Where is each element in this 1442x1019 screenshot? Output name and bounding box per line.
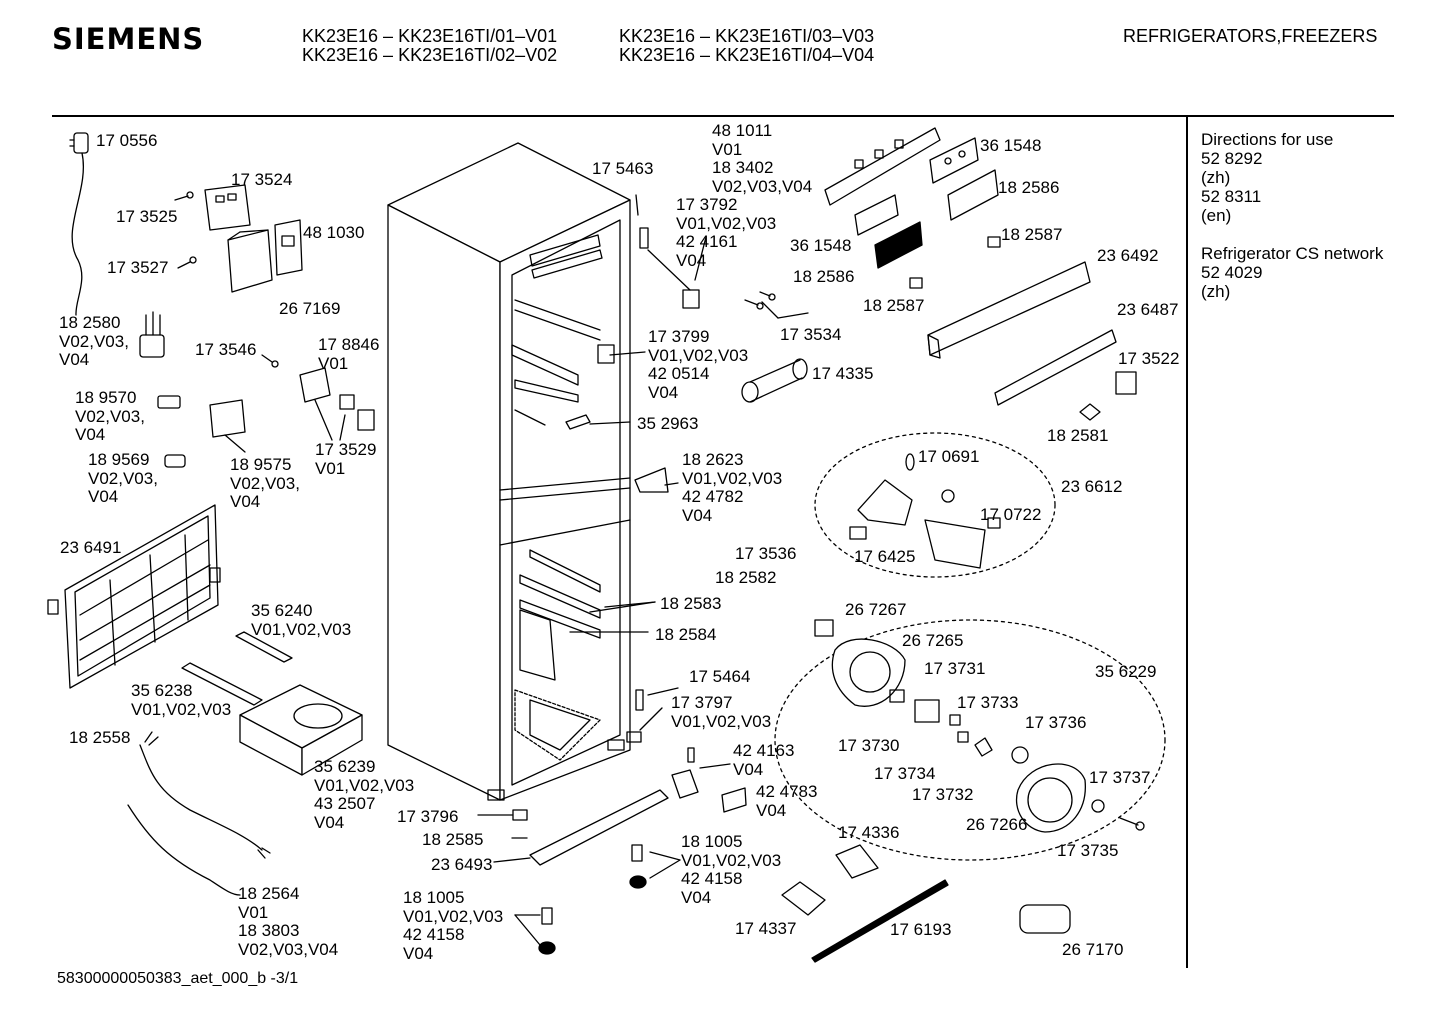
tray-drawing xyxy=(181,631,363,776)
part-label: 48 1030 xyxy=(303,223,365,242)
fan-group-drawing xyxy=(774,619,1166,861)
part-label: 18 2587 xyxy=(1001,225,1063,244)
part-label: 17 3522 xyxy=(1118,349,1180,368)
network-item: 52 4029 xyxy=(1201,263,1263,282)
part-label: 17 3735 xyxy=(1057,841,1119,860)
part-label: 18 9569 V02,V03, V04 xyxy=(88,450,158,506)
part-label: 18 2558 xyxy=(69,728,131,747)
wire-drawing xyxy=(127,731,271,896)
grille-drawing xyxy=(47,504,221,689)
part-label: 18 2583 xyxy=(660,594,722,613)
part-label: 17 3797 V01,V02,V03 xyxy=(671,693,772,731)
category-title: REFRIGERATORS,FREEZERS xyxy=(1123,26,1378,46)
part-label: 17 3525 xyxy=(116,207,178,226)
part-label: 26 7267 xyxy=(845,600,907,619)
part-label: 17 0722 xyxy=(980,505,1042,524)
panel-drawing xyxy=(565,127,1137,493)
part-label: 18 1005 V01,V02,V03 42 4158 V04 xyxy=(403,888,504,963)
part-label: 17 3732 xyxy=(912,785,974,804)
part-label: 18 2582 xyxy=(715,568,777,587)
part-label: 26 7170 xyxy=(1062,940,1124,959)
directions-item: (zh) xyxy=(1201,168,1231,187)
model-line-1: KK23E16 – KK23E16TI/01–V01 xyxy=(302,26,558,46)
directions-item: 52 8311 xyxy=(1201,187,1262,206)
part-label: 23 6491 xyxy=(60,538,122,557)
part-label: 18 2584 xyxy=(655,625,717,644)
part-label: 17 3799 V01,V02,V03 42 0514 V04 xyxy=(648,327,749,402)
model-line-3: KK23E16 – KK23E16TI/03–V03 xyxy=(619,26,875,46)
part-label: 35 6238 V01,V02,V03 xyxy=(131,681,232,719)
bottom-hardware-drawing xyxy=(511,689,1071,963)
part-label: 23 6612 xyxy=(1061,477,1123,496)
part-label: 17 4335 xyxy=(812,364,874,383)
part-label: 17 3730 xyxy=(838,736,900,755)
part-label: 42 4783 V04 xyxy=(756,782,818,820)
part-label: 17 3546 xyxy=(195,340,257,359)
part-label: 17 0556 xyxy=(96,131,158,150)
part-label: 17 4336 xyxy=(838,823,900,842)
part-label: 17 3736 xyxy=(1025,713,1087,732)
part-label: 18 2585 xyxy=(422,830,484,849)
part-label: 18 2564 V01 18 3803 V02,V03,V04 xyxy=(238,884,339,959)
part-label: 17 5463 xyxy=(592,159,654,178)
part-label: 23 6492 xyxy=(1097,246,1159,265)
control-parts-drawing xyxy=(139,184,375,468)
part-label: 36 1548 xyxy=(980,136,1042,155)
part-label: 18 1005 V01,V02,V03 42 4158 V04 xyxy=(681,832,782,907)
header-rule xyxy=(52,115,1394,117)
part-label: 17 0691 xyxy=(918,447,980,466)
part-label: 17 3792 V01,V02,V03 42 4161 V04 xyxy=(676,195,777,270)
part-label: 18 2586 xyxy=(793,267,855,286)
part-label: 36 1548 xyxy=(790,236,852,255)
part-label: 18 2623 V01,V02,V03 42 4782 V04 xyxy=(682,450,783,525)
leader-lines xyxy=(477,194,809,946)
sidebar-divider xyxy=(1186,116,1188,968)
part-label: 35 2963 xyxy=(637,414,699,433)
part-label: 26 7265 xyxy=(902,631,964,650)
network-title: Refrigerator CS network xyxy=(1201,244,1384,263)
part-label: 35 6239 V01,V02,V03 43 2507 V04 xyxy=(314,757,415,832)
part-label: 17 3737 xyxy=(1089,768,1151,787)
part-label: 18 2580 V02,V03, V04 xyxy=(59,313,129,369)
part-label: 17 3734 xyxy=(874,764,936,783)
part-label: 17 3796 xyxy=(397,807,459,826)
directions-item: 52 8292 xyxy=(1201,149,1263,168)
part-label: 17 4337 xyxy=(735,919,797,938)
directions-item: (en) xyxy=(1201,206,1232,225)
part-label: 17 3534 xyxy=(780,325,842,344)
part-label: 18 2581 xyxy=(1047,426,1109,445)
part-label: 17 5464 xyxy=(689,667,751,686)
part-label: 42 4163 V04 xyxy=(733,741,795,779)
cabinet-drawing xyxy=(387,142,631,801)
part-label: 17 3733 xyxy=(957,693,1019,712)
network-item: (zh) xyxy=(1201,282,1231,301)
directions-title: Directions for use xyxy=(1201,130,1334,149)
document-footer: 58300000050383_aet_000_b -3/1 xyxy=(57,970,299,987)
part-label: 35 6229 xyxy=(1095,662,1157,681)
model-line-2: KK23E16 – KK23E16TI/02–V02 xyxy=(302,45,558,65)
part-label: 26 7169 xyxy=(279,299,341,318)
part-label: 35 6240 V01,V02,V03 xyxy=(251,601,352,639)
part-label: 23 6487 xyxy=(1117,300,1179,319)
part-label: 17 6193 xyxy=(890,920,952,939)
lamp-group-drawing xyxy=(814,432,1056,578)
brand-logo: SIEMENS xyxy=(52,22,205,56)
part-label: 17 3731 xyxy=(924,659,986,678)
part-label: 18 9570 V02,V03, V04 xyxy=(75,388,145,444)
part-label: 17 3536 xyxy=(735,544,797,563)
part-label: 26 7266 xyxy=(966,815,1028,834)
part-label: 17 3529 V01 xyxy=(315,440,377,478)
part-label: 23 6493 xyxy=(431,855,493,874)
part-label: 17 3524 xyxy=(231,170,293,189)
part-label: 18 9575 V02,V03, V04 xyxy=(230,455,300,511)
part-label: 17 3527 xyxy=(107,258,169,277)
part-label: 18 2587 xyxy=(863,296,925,315)
part-label: 17 8846 V01 xyxy=(318,335,380,373)
model-line-4: KK23E16 – KK23E16TI/04–V04 xyxy=(619,45,875,65)
power-cord-drawing xyxy=(69,132,89,316)
part-label: 17 6425 xyxy=(854,547,916,566)
part-label: 18 2586 xyxy=(998,178,1060,197)
part-label: 48 1011 V01 18 3402 V02,V03,V04 xyxy=(712,121,813,196)
